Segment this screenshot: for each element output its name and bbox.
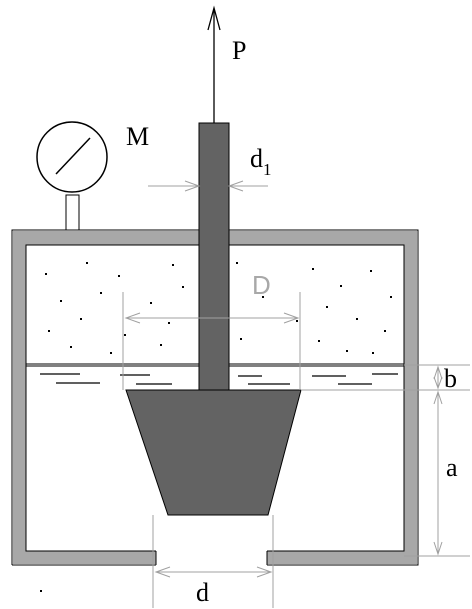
label-d1: d1 — [250, 144, 272, 179]
dimension-b-a — [301, 364, 470, 557]
gauge-needle — [55, 137, 91, 175]
tank-outer-outline — [11, 229, 419, 566]
plug-body — [125, 389, 302, 516]
label-gauge: M — [126, 122, 149, 151]
dimension-d1 — [148, 180, 268, 192]
dimension-d — [152, 515, 274, 608]
force-arrow — [207, 5, 221, 123]
gas-speckles — [45, 262, 392, 354]
liquid-hatch — [40, 373, 398, 385]
gauge-stem — [65, 194, 80, 231]
label-a: a — [446, 453, 458, 482]
arrow-up-icon — [207, 5, 221, 31]
rod-body — [198, 122, 230, 391]
dimension-D — [122, 292, 301, 390]
conical-plug — [125, 389, 302, 516]
label-D: D — [252, 270, 271, 300]
label-d: d — [196, 578, 209, 607]
label-force: P — [232, 36, 246, 65]
rod — [198, 122, 230, 391]
pressure-gauge-icon — [36, 121, 108, 231]
stray-dot — [40, 590, 42, 592]
label-b: b — [444, 364, 457, 393]
